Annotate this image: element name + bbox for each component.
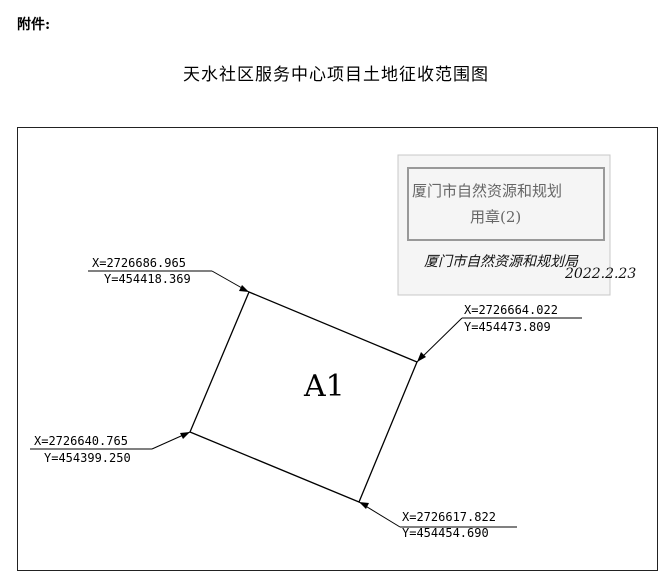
coord-right-y: Y=454473.809 bbox=[464, 320, 551, 334]
parcel-label: A1 bbox=[303, 369, 345, 404]
leader-left bbox=[30, 431, 191, 450]
leader-line bbox=[416, 317, 463, 363]
map-frame bbox=[17, 127, 658, 571]
coord-left-x: X=2726640.765 bbox=[34, 434, 128, 448]
arrowhead bbox=[417, 352, 426, 362]
leader-top bbox=[88, 270, 250, 293]
leader-bottom bbox=[358, 501, 517, 528]
arrowhead bbox=[180, 432, 190, 439]
signature-date: 2022.2.23 bbox=[564, 266, 636, 282]
signature: 厦门市自然资源和规划局 bbox=[424, 254, 579, 270]
leader-right bbox=[416, 317, 582, 363]
page-title: 天水社区服务中心项目土地征收范围图 bbox=[183, 65, 489, 85]
arrowhead bbox=[359, 502, 369, 509]
coord-right-x: X=2726664.022 bbox=[464, 303, 558, 317]
coord-bottom-x: X=2726617.822 bbox=[402, 510, 496, 524]
attachment-label: 附件: bbox=[17, 17, 51, 33]
arrowhead bbox=[239, 285, 249, 292]
stamp-text-line2: 用章(2) bbox=[470, 208, 521, 226]
stamp-text-line1: 厦门市自然资源和规划 bbox=[412, 182, 562, 200]
coord-bottom-y: Y=454454.690 bbox=[402, 526, 489, 540]
coord-left-y: Y=454399.250 bbox=[44, 451, 131, 465]
stamp-border bbox=[407, 167, 605, 241]
coord-top-x: X=2726686.965 bbox=[92, 256, 186, 270]
official-stamp: 厦门市自然资源和规划 用章(2) 厦门市自然资源和规划局 2022.2.23 bbox=[397, 154, 636, 296]
stamp-background bbox=[397, 154, 611, 296]
coord-top-y: Y=454418.369 bbox=[104, 272, 191, 286]
